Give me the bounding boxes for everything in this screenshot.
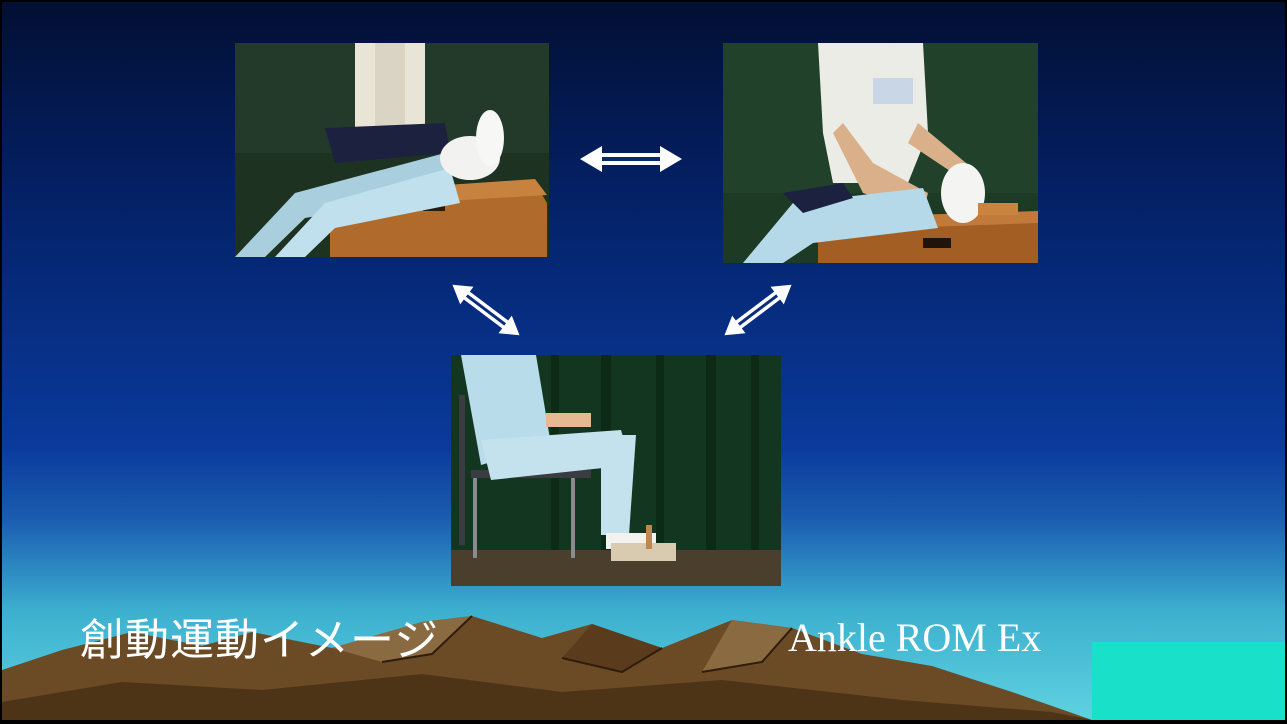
double-arrow-diagonal-left-icon bbox=[450, 282, 522, 338]
photo-therapist-assisted-ankle bbox=[723, 43, 1038, 263]
photo-leg-raised-on-box bbox=[235, 43, 549, 257]
double-arrow-horizontal-icon bbox=[580, 144, 682, 174]
double-arrow-diagonal-right-icon bbox=[722, 282, 794, 338]
photo-seated-ankle-exercise bbox=[451, 355, 781, 586]
slide-title-english: Ankle ROM Ex bbox=[788, 614, 1041, 661]
slide-title-japanese: 創動運動イメージ bbox=[80, 604, 439, 668]
